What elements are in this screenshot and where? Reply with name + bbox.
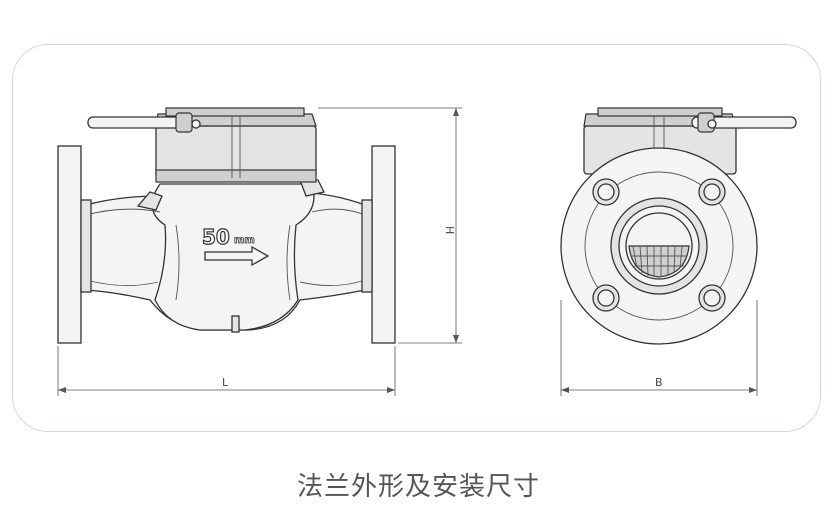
cover-rod [87, 116, 185, 129]
right-flange [371, 145, 396, 344]
front-dimensions: L H [57, 107, 462, 396]
strainer-grid [628, 245, 690, 278]
left-flange [57, 145, 82, 344]
side-view [560, 107, 797, 345]
unit-marking: mm [234, 235, 255, 246]
dimension-label-height: H [443, 226, 456, 234]
dimension-label-width: B [655, 376, 663, 389]
dimension-label-length: L [222, 376, 229, 389]
side-dimensions: B [560, 300, 758, 396]
figure-caption: 法兰外形及安装尺寸 [296, 472, 540, 502]
size-marking: 50 [202, 225, 230, 249]
flow-arrow-icon [204, 245, 270, 267]
front-view: 50 mm [57, 107, 396, 344]
